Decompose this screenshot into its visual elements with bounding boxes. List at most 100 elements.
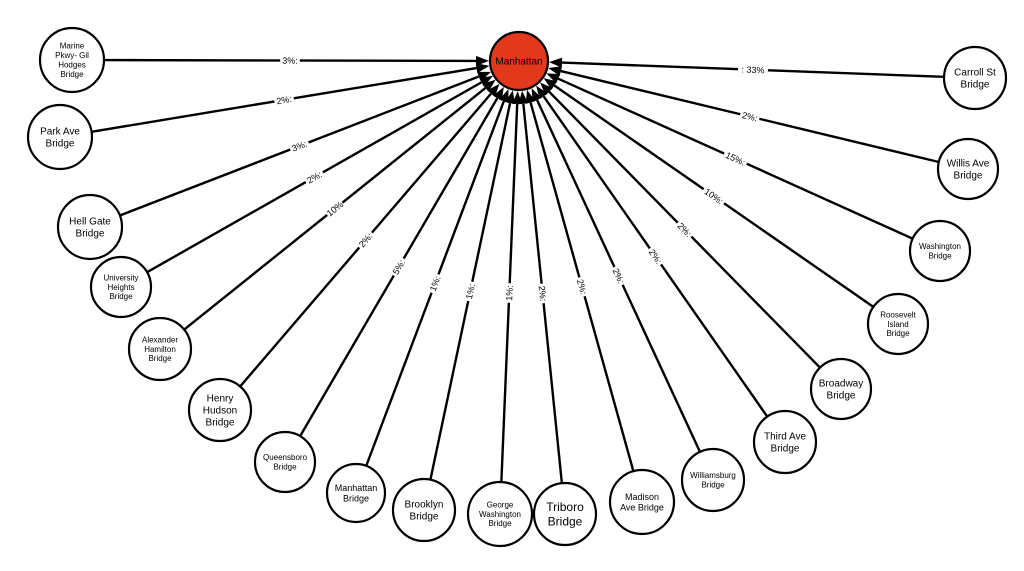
node-circle: [391, 477, 457, 543]
node-label-line: Island: [887, 320, 908, 329]
node-label-line: Bridge: [961, 79, 990, 90]
edge-label: 10%:: [700, 184, 728, 209]
edge-williamsburg-bridge: 2%:: [531, 88, 702, 453]
node-label-line: Willis Ave: [947, 159, 990, 170]
node-circle: [466, 480, 534, 548]
node-label-line: Washington: [919, 242, 961, 251]
arrowhead-icon: [543, 78, 558, 90]
edge-label-bg: [302, 167, 326, 188]
arrowhead-icon: [548, 66, 562, 76]
node-circle: [253, 430, 317, 494]
node-circle: [936, 137, 1000, 201]
node-label-line: Henry: [207, 394, 234, 405]
node-label-line: Bridge: [548, 514, 583, 528]
node-circle: [809, 357, 873, 421]
edge-marine-pkwy-gil-hodges-bridge: 3%:: [103, 54, 490, 67]
center-node-circle: [488, 30, 550, 92]
node-label-line: Madison: [625, 492, 659, 502]
node-circle: [38, 26, 106, 94]
node-circle: [680, 447, 746, 513]
node-circle: [325, 462, 387, 524]
arrowhead-icon: [505, 90, 515, 105]
node-label-line: Triboro: [546, 500, 584, 514]
edge-label: 2%:: [644, 244, 666, 268]
node-label-line: Manhattan: [335, 483, 378, 493]
edge-label-text: 2%:: [537, 285, 549, 301]
edge-label-bg: [354, 228, 377, 252]
node-label-line: Brooklyn: [405, 500, 444, 511]
edge-label: 2%:: [535, 283, 550, 304]
node-label-line: Bridge: [488, 519, 512, 528]
edge-queensboro-bridge: 5%:: [299, 86, 504, 437]
node-label-line: Bridge: [109, 292, 133, 301]
node-circle: [608, 468, 676, 536]
node-label-line: George: [487, 500, 514, 509]
edge-label: 1%:: [425, 272, 445, 295]
node-label-line: Hudson: [203, 406, 237, 417]
edge-label-bg: [273, 92, 295, 108]
node-label-line: Broadway: [819, 379, 863, 390]
node-label-line: Bridge: [46, 138, 75, 149]
edge-roosevelt-island-bridge: 10%:: [543, 78, 875, 308]
edge-label-bg: [700, 184, 728, 209]
edge-third-ave-bridge: 2%:: [536, 85, 769, 418]
node-label-line: Alexander: [142, 335, 178, 344]
arrowhead-icon: [518, 90, 529, 105]
edge-label: 2%:: [738, 108, 761, 125]
edge-george-washington-bridge: 1%:: [500, 90, 523, 483]
edge-label: : 33%: [737, 63, 769, 77]
node-label-line: Williamsburg: [690, 471, 736, 480]
edge-washington-bridge: 15%:: [546, 73, 914, 240]
edge-label-bg: [737, 63, 769, 77]
edge-label-bg: [721, 148, 750, 170]
node-manhattan-center: Manhattan: [488, 30, 550, 92]
node-circle: [908, 219, 972, 283]
node-label-line: Bridge: [60, 70, 84, 79]
edge-label-bg: [738, 108, 761, 125]
node-circle: [89, 255, 153, 319]
node-label-line: Park Ave: [40, 127, 80, 138]
edge-label-bg: [535, 283, 550, 304]
node-circle: [127, 316, 193, 382]
edge-label: 2%:: [273, 92, 295, 108]
node-circle: [752, 409, 818, 475]
edge-label-bg: [388, 255, 409, 279]
edge-carroll-st-bridge: : 33%: [548, 57, 945, 79]
node-label-line: Queensboro: [263, 453, 308, 462]
node-label-line: Heights: [107, 283, 134, 292]
edge-label-text: 1%:: [464, 283, 477, 300]
arrowhead-icon: [479, 75, 493, 87]
node-label-line: Manhattan: [495, 57, 542, 68]
node-circle: [942, 45, 1008, 111]
node-label-line: Bridge: [827, 390, 856, 401]
edge-label-text: 2%:: [741, 110, 758, 123]
node-label-line: Roosevelt: [880, 310, 916, 319]
node-label-line: Bridge: [771, 443, 800, 454]
node-label-line: Carroll St: [954, 68, 996, 79]
node-label-line: Ave Bridge: [620, 502, 664, 512]
edge-madison-ave-bridge: 2%:: [525, 89, 635, 472]
node-label-line: Bridge: [206, 417, 235, 428]
node-label-line: Hodges: [58, 61, 86, 70]
edge-label-text: 1%:: [504, 285, 515, 301]
edge-label-text: : 33%: [741, 64, 764, 75]
node-label-line: Bridge: [76, 228, 105, 239]
edge-label: 2%:: [302, 167, 326, 188]
arrowhead-icon: [546, 73, 561, 84]
node-label-line: Pkwy- Gil: [55, 51, 89, 60]
edge-alexander-hamilton-bridge: 10%: [183, 79, 496, 331]
edge-label: 3%:: [280, 54, 300, 67]
edge-university-heights-bridge: 2%:: [146, 75, 493, 274]
node-label-line: Hell Gate: [69, 217, 111, 228]
edge-label: 5%:: [388, 255, 409, 279]
